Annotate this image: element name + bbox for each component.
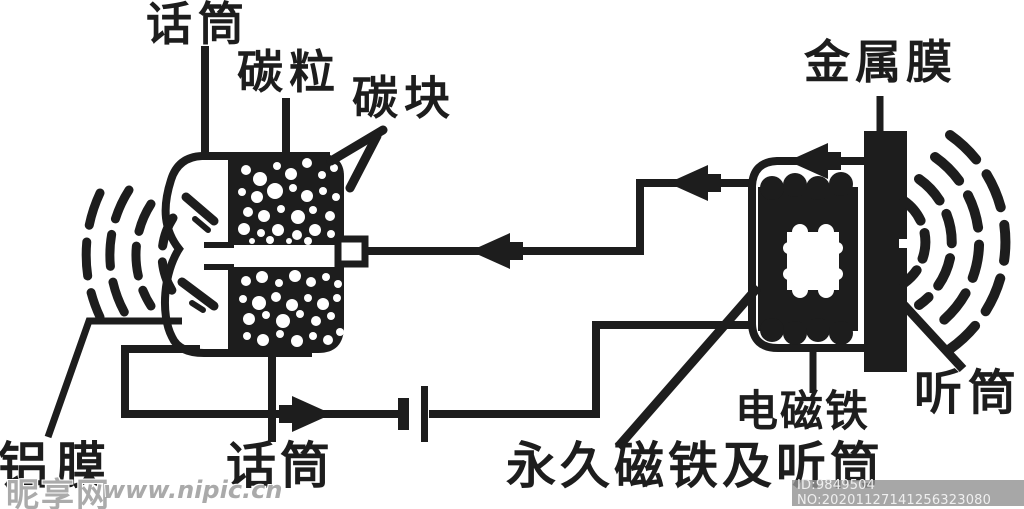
current-arrow-left-2 [668,165,721,201]
microphone-terminal [334,235,369,268]
label-leader-lines [44,46,967,450]
label-microphone-top: 话筒 [146,0,250,51]
watermark-site-url: www.nipic.cn [103,476,283,504]
metal-membrane-bar [864,131,908,372]
diaphragm-icon [177,192,219,313]
carbon-chamber-lower [228,267,344,353]
label-receiver: 听筒 [914,365,1023,421]
label-carbon-granules: 碳粒 [237,45,341,99]
watermark-id-bar: ID:9849504 NO:20201127141256323080 [792,478,1024,508]
label-metal-membrane: 金属膜 [804,35,957,89]
label-aluminum-membrane: 铝膜 [0,437,114,495]
current-arrow-right [279,396,332,432]
electromagnet-coil [758,172,858,345]
current-arrow-left-1 [470,233,523,269]
carbon-chamber-gap [204,242,234,270]
microphone-device [160,152,369,357]
carbon-chamber-upper [228,153,344,245]
circuit-wire-bottom [121,321,750,418]
label-microphone-bottom: 话筒 [226,437,334,495]
label-electromagnet: 电磁铁 [735,387,870,437]
sound-waves-left-icon [81,185,178,325]
sound-waves-right-icon [899,130,1011,354]
label-carbon-block: 碳块 [352,71,456,125]
receiver-device [748,131,908,372]
watermark-site-name: 昵享网 [6,475,111,509]
battery-symbol [398,386,428,442]
